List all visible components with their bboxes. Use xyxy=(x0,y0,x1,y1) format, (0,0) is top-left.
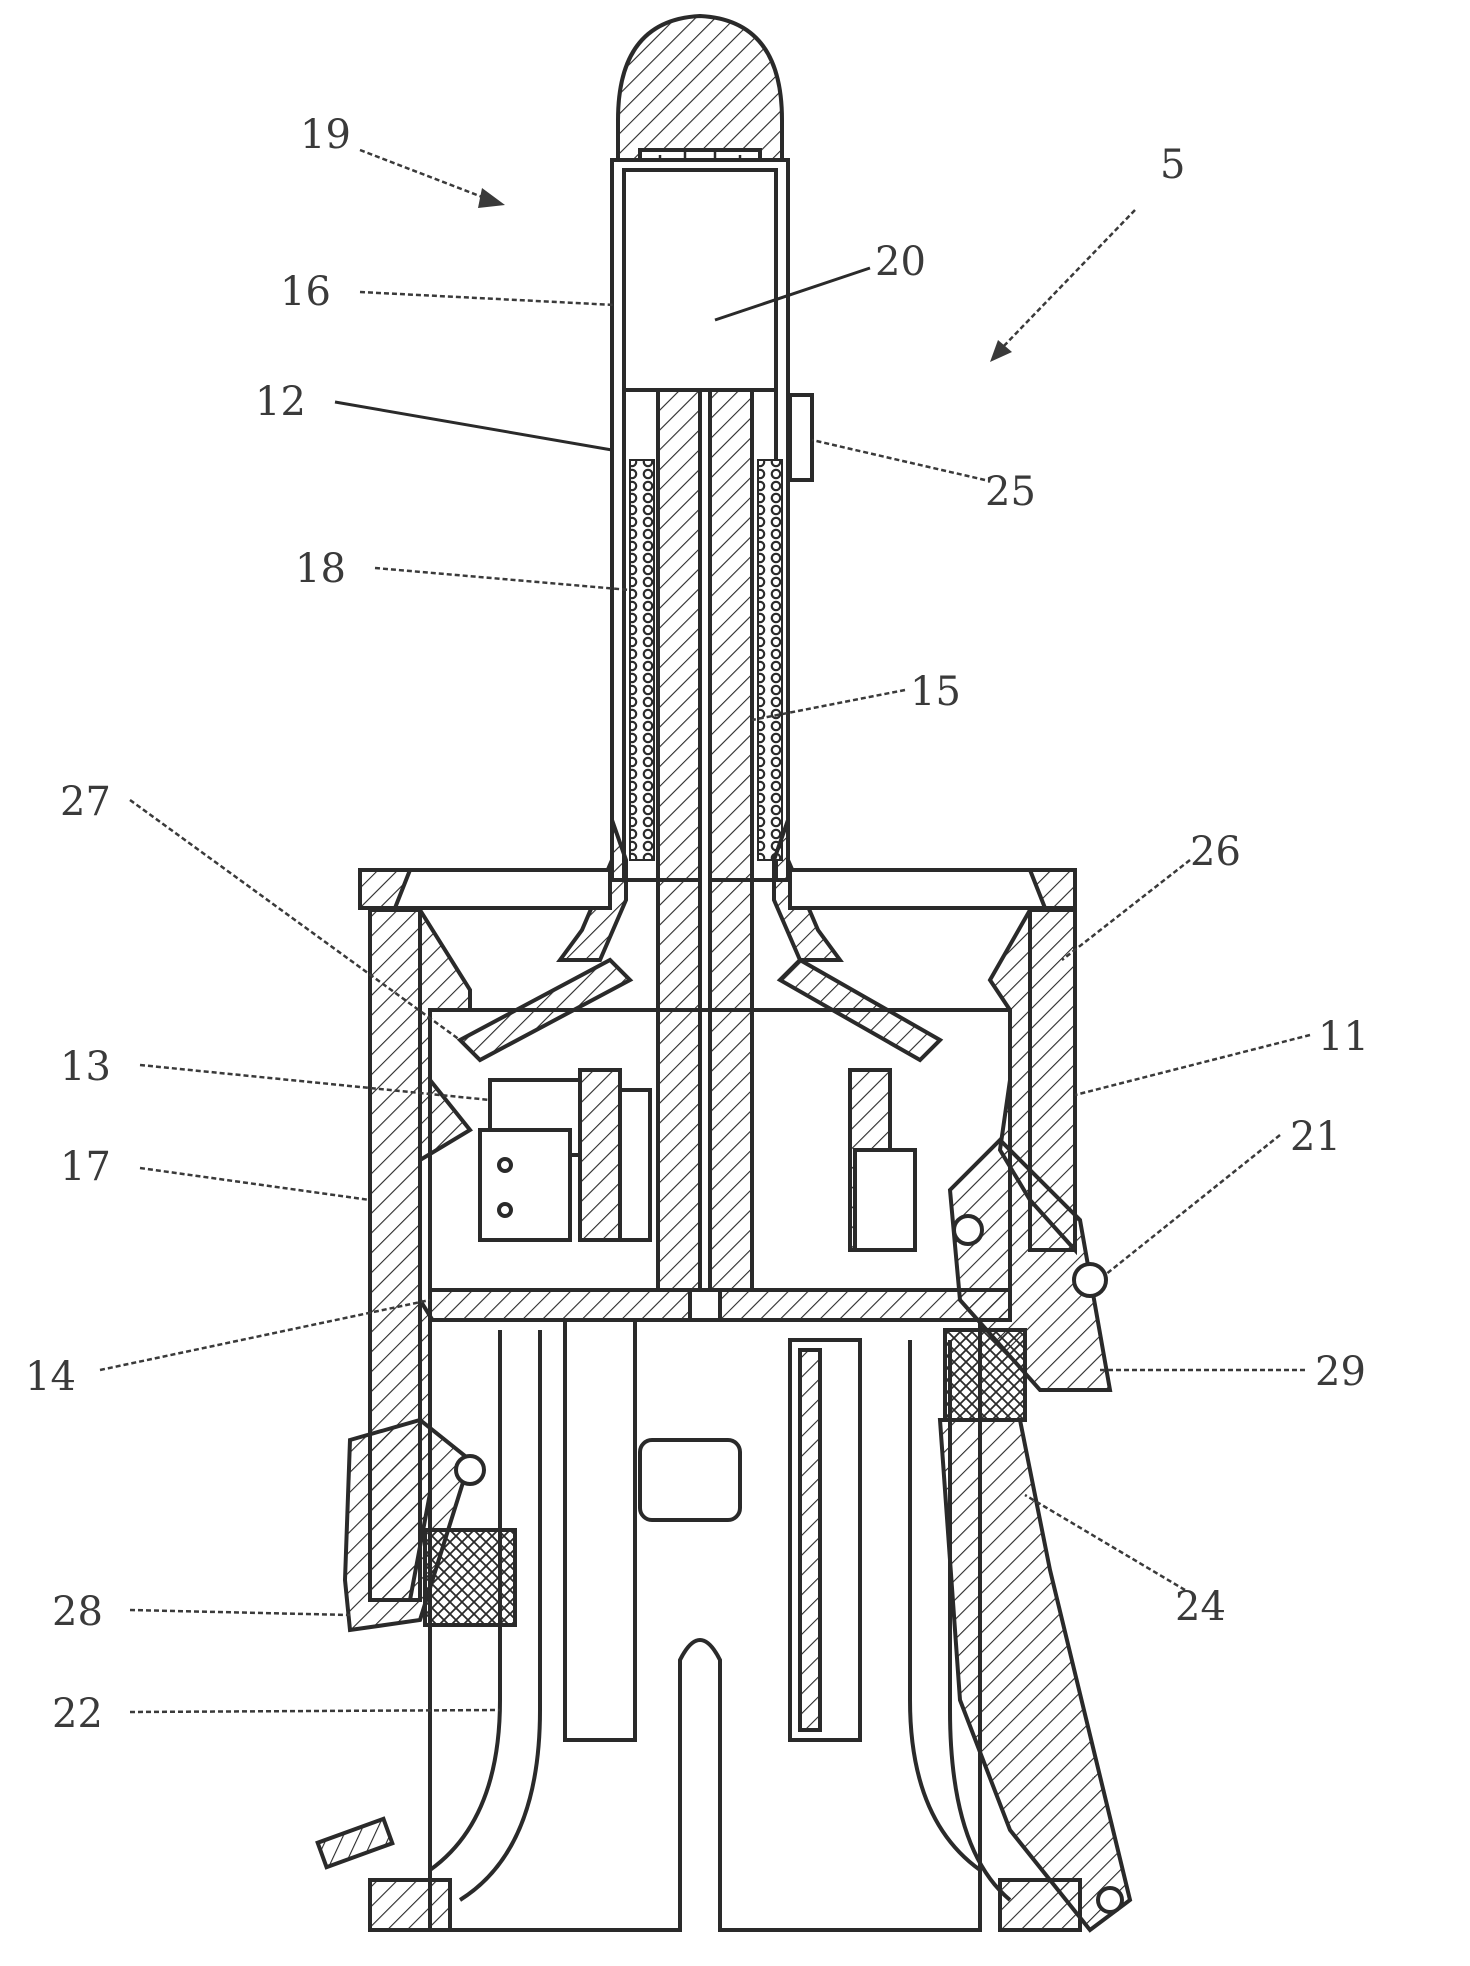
label-25: 25 xyxy=(985,469,1036,515)
label-15: 15 xyxy=(910,669,961,715)
label-13: 13 xyxy=(60,1044,111,1090)
switch-block-right xyxy=(850,1070,915,1250)
central-rod xyxy=(658,390,752,1300)
label-29: 29 xyxy=(1315,1349,1366,1395)
label-22: 22 xyxy=(52,1691,103,1737)
label-11: 11 xyxy=(1318,1014,1369,1060)
label-12: 12 xyxy=(255,379,306,425)
label-21: 21 xyxy=(1290,1114,1341,1160)
switch-block-left xyxy=(480,1070,650,1240)
label-19: 19 xyxy=(300,112,351,158)
label-5: 5 xyxy=(1160,142,1185,188)
label-24: 24 xyxy=(1175,1584,1226,1630)
label-18: 18 xyxy=(295,546,346,592)
label-20: 20 xyxy=(875,239,926,285)
label-27: 27 xyxy=(60,779,111,825)
label-16: 16 xyxy=(280,269,331,315)
left-small-handle xyxy=(318,1819,393,1867)
label-17: 17 xyxy=(60,1144,111,1190)
label-14: 14 xyxy=(25,1354,76,1400)
label-28: 28 xyxy=(52,1589,103,1635)
label-26: 26 xyxy=(1190,829,1241,875)
